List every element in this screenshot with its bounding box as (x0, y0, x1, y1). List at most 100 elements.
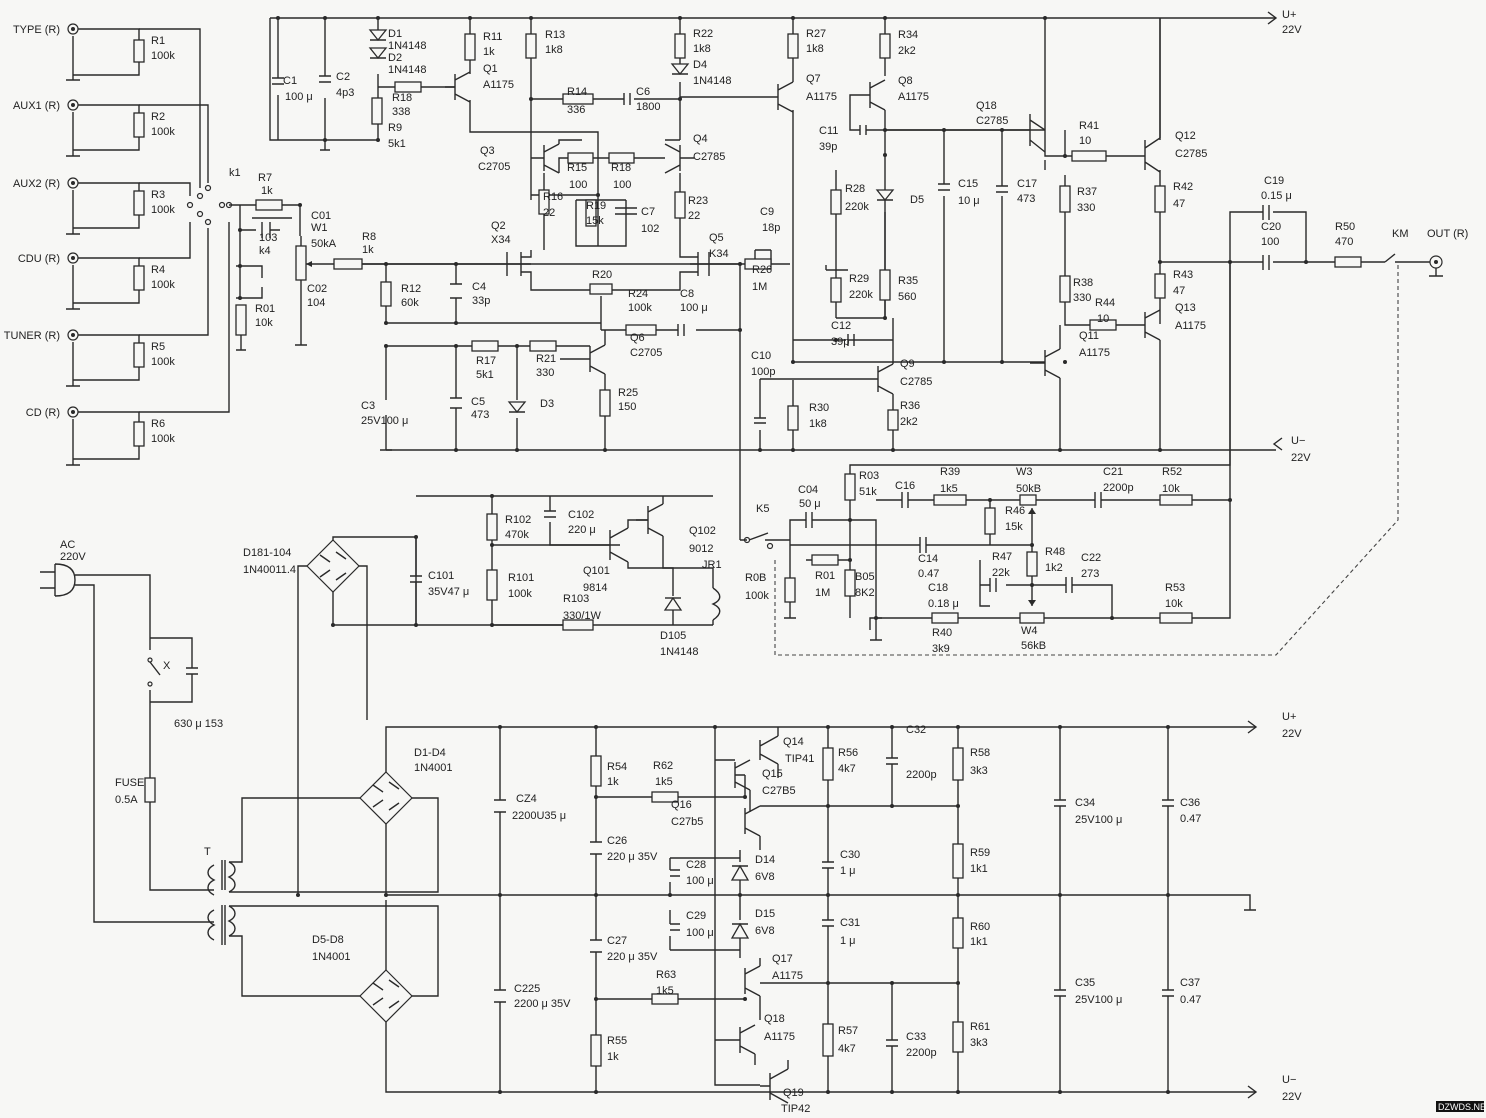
component-label: R46 (1005, 505, 1025, 517)
component-label: C29 (686, 910, 706, 922)
component-label: A1175 (764, 1031, 795, 1043)
component-label: 1k8 (545, 44, 563, 56)
component-label: W3 (1016, 466, 1033, 478)
component-label: 473 (471, 409, 489, 421)
component-label: 100 (1261, 236, 1279, 248)
component-label: 18p (762, 222, 780, 234)
component-label: 103 (259, 232, 277, 244)
component-label: 220k (845, 201, 869, 213)
component-label: C12 (831, 320, 851, 332)
component-label: 1N4148 (388, 40, 427, 52)
component-label: 470k (505, 529, 529, 541)
component-label: AC (60, 539, 75, 551)
component-label: K34 (709, 248, 729, 260)
component-label: Q102 (689, 525, 716, 537)
component-label: C7 (641, 206, 655, 218)
component-label: R21 (536, 353, 556, 365)
component-label: 1k8 (809, 418, 827, 430)
component-label: Q9 (900, 358, 915, 370)
component-label: 1k5 (940, 483, 958, 495)
component-label: D14 (755, 854, 775, 866)
component-label: 1k2 (1045, 562, 1063, 574)
component-label: 50kA (311, 238, 337, 250)
component-label: R47 (992, 551, 1012, 563)
component-label: R15 (567, 162, 587, 174)
component-label: 1 μ (840, 865, 856, 877)
input-jack-label: CDU (R) (18, 253, 60, 265)
component-label: 10k (255, 317, 273, 329)
component-label: 51k (859, 486, 877, 498)
component-label: R39 (940, 466, 960, 478)
component-label: 22V (1282, 24, 1302, 36)
component-label: C2785 (900, 376, 932, 388)
input-jack-label: AUX1 (R) (13, 100, 60, 112)
component-label: Q6 (630, 332, 645, 344)
component-label: R102 (505, 514, 531, 526)
component-label: 1N40011.4 (243, 564, 296, 576)
resistor-value: 100k (151, 204, 175, 216)
resistor-label: R5 (151, 341, 165, 353)
component-label: 1k5 (656, 985, 674, 997)
component-label: C17 (1017, 178, 1037, 190)
component-label: A1175 (483, 79, 514, 91)
component-label: 4k7 (838, 1043, 856, 1055)
component-label: C27B5 (762, 785, 796, 797)
input-jack-label: CD (R) (26, 407, 60, 419)
component-label: Q13 (1175, 302, 1196, 314)
resistor-label: R3 (151, 189, 165, 201)
resistor-label: R4 (151, 264, 165, 276)
component-label: 5k1 (476, 369, 494, 381)
component-label: D1 (388, 28, 402, 40)
component-label: C1 (283, 75, 297, 87)
component-label: 630 μ 153 (174, 718, 223, 730)
component-label: 273 (1081, 568, 1099, 580)
component-label: 220 μ 35V (607, 851, 658, 863)
component-label: OUT (R) (1427, 228, 1468, 240)
component-label: k1 (229, 167, 241, 179)
component-label: Q101 (583, 565, 610, 577)
component-label: 22V (1282, 728, 1302, 740)
component-label: Q11 (1079, 330, 1099, 342)
component-label: 4p3 (336, 87, 354, 99)
component-label: U+ (1282, 9, 1296, 21)
component-label: 473 (1017, 193, 1035, 205)
component-label: C35 (1075, 977, 1095, 989)
component-label: R103 (563, 593, 589, 605)
component-label: R16 (543, 191, 563, 203)
component-label: 220V (60, 551, 86, 563)
component-label: R52 (1162, 466, 1182, 478)
component-label: 10 μ (958, 195, 980, 207)
component-label: C01 (311, 210, 331, 222)
resistor-label: R6 (151, 418, 165, 430)
component-label: 1N4148 (388, 64, 427, 76)
component-label: C20 (1261, 221, 1281, 233)
component-label: C2 (336, 71, 350, 83)
component-label: 1k (483, 46, 495, 58)
component-label: C16 (895, 480, 915, 492)
component-label: R48 (1045, 546, 1065, 558)
resistor-value: 100k (151, 279, 175, 291)
tone-control-section (740, 262, 1399, 656)
component-label: R7 (258, 172, 272, 184)
component-label: R27 (806, 28, 826, 40)
component-label: 1k (607, 776, 619, 788)
component-label: Q8 (898, 75, 913, 87)
resistor-value: 100k (151, 50, 175, 62)
component-label: 47 (1173, 285, 1185, 297)
component-label: 1k1 (970, 863, 988, 875)
component-label: C2785 (976, 115, 1008, 127)
component-label: 470 (1335, 236, 1353, 248)
resistor-value: 100k (151, 356, 175, 368)
component-label: 100k (508, 588, 532, 600)
component-label: R55 (607, 1035, 627, 1047)
component-label: 330 (536, 367, 554, 379)
component-label: Q16 (671, 799, 692, 811)
component-label: U− (1282, 1074, 1296, 1086)
component-label: C26 (607, 835, 627, 847)
component-label: 15k (586, 215, 604, 227)
resistor-value: 100k (151, 433, 175, 445)
component-label: D5-D8 (312, 934, 344, 946)
